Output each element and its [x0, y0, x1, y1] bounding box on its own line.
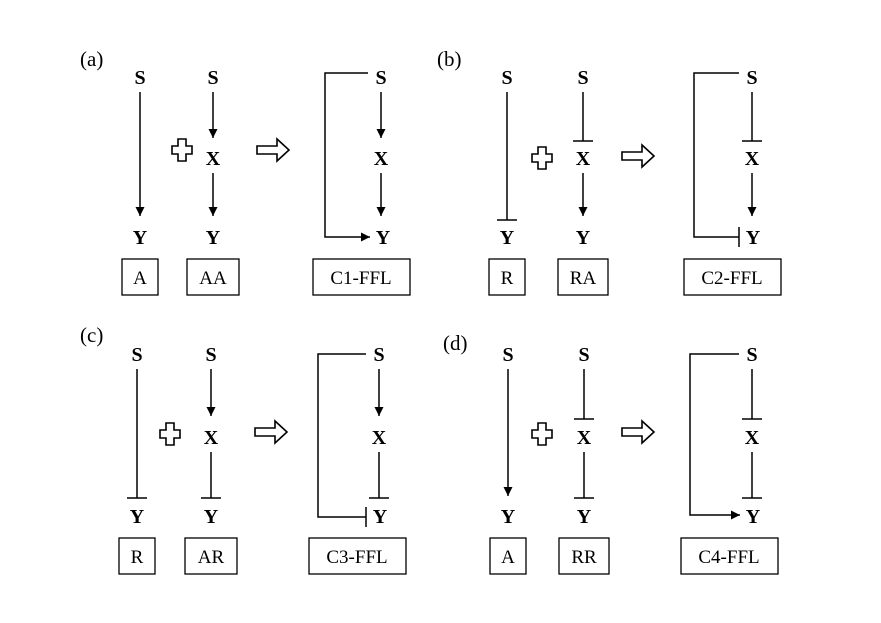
node-y: Y [746, 506, 761, 528]
panel-label: (a) [80, 47, 103, 71]
node-y: Y [576, 227, 591, 249]
motif-box [118, 537, 156, 575]
motif-label: C4-FFL [698, 547, 759, 568]
motif-label: RA [570, 268, 597, 289]
node-y: Y [373, 506, 388, 528]
motif-box [489, 537, 527, 575]
node-x: X [206, 148, 221, 170]
node-y: Y [206, 227, 221, 249]
activation-arrow [689, 353, 740, 520]
motif-label: C2-FFL [701, 268, 762, 289]
node-y: Y [376, 227, 391, 249]
motif-label: RR [571, 547, 597, 568]
node-s: S [502, 344, 513, 366]
node-s: S [577, 67, 588, 89]
node-x: X [745, 427, 760, 449]
repression-line [317, 353, 366, 518]
panel-c: (c) S Y R S X Y AR S X Y C3-FFL [80, 323, 407, 575]
motif-label: C3-FFL [326, 547, 387, 568]
plus-icon [531, 146, 553, 170]
motif-box [308, 537, 407, 575]
node-y: Y [500, 227, 515, 249]
panel-a: (a) S Y A S X Y AA S X Y C1-FFL [80, 47, 411, 296]
node-s: S [746, 344, 757, 366]
plus-icon [171, 138, 193, 162]
node-y: Y [204, 506, 219, 528]
node-s: S [134, 67, 145, 89]
node-s: S [131, 344, 142, 366]
panel-b: (b) S Y R S X Y RA S X Y C2-FFL [437, 47, 782, 296]
node-s: S [373, 344, 384, 366]
activation-arrow [324, 72, 370, 242]
motif-box [488, 258, 526, 296]
motif-label: AR [198, 547, 225, 568]
plus-icon [159, 422, 181, 446]
motif-box [558, 537, 610, 575]
motif-box [121, 258, 159, 296]
node-y: Y [133, 227, 148, 249]
implies-arrow-icon [256, 137, 291, 163]
panel-label: (b) [437, 47, 462, 71]
motif-box [312, 258, 411, 296]
motif-box [186, 258, 240, 296]
node-x: X [745, 148, 760, 170]
node-s: S [375, 67, 386, 89]
motif-box [557, 258, 609, 296]
motif-label: R [131, 547, 144, 568]
node-s: S [746, 67, 757, 89]
implies-arrow-icon [254, 419, 289, 445]
motif-label: A [501, 547, 515, 568]
node-y: Y [130, 506, 145, 528]
repression-line [693, 72, 739, 238]
motif-box [683, 258, 782, 296]
motif-box [680, 537, 779, 575]
node-x: X [576, 148, 591, 170]
node-s: S [501, 67, 512, 89]
node-y: Y [746, 227, 761, 249]
panel-label: (c) [80, 323, 103, 347]
plus-icon [531, 422, 553, 446]
motif-label: A [133, 268, 147, 289]
implies-arrow-icon [621, 143, 656, 169]
motif-label: R [501, 268, 514, 289]
motif-label: AA [199, 268, 227, 289]
node-x: X [204, 427, 219, 449]
node-y: Y [501, 506, 516, 528]
implies-arrow-icon [621, 419, 656, 445]
node-x: X [374, 148, 389, 170]
node-s: S [205, 344, 216, 366]
node-s: S [207, 67, 218, 89]
node-s: S [578, 344, 589, 366]
node-x: X [372, 427, 387, 449]
panel-d: (d) S Y A S X Y RR S X Y C4-FFL [443, 331, 779, 575]
motif-box [184, 537, 238, 575]
panel-label: (d) [443, 331, 468, 355]
node-y: Y [577, 506, 592, 528]
motif-label: C1-FFL [330, 268, 391, 289]
node-x: X [577, 427, 592, 449]
